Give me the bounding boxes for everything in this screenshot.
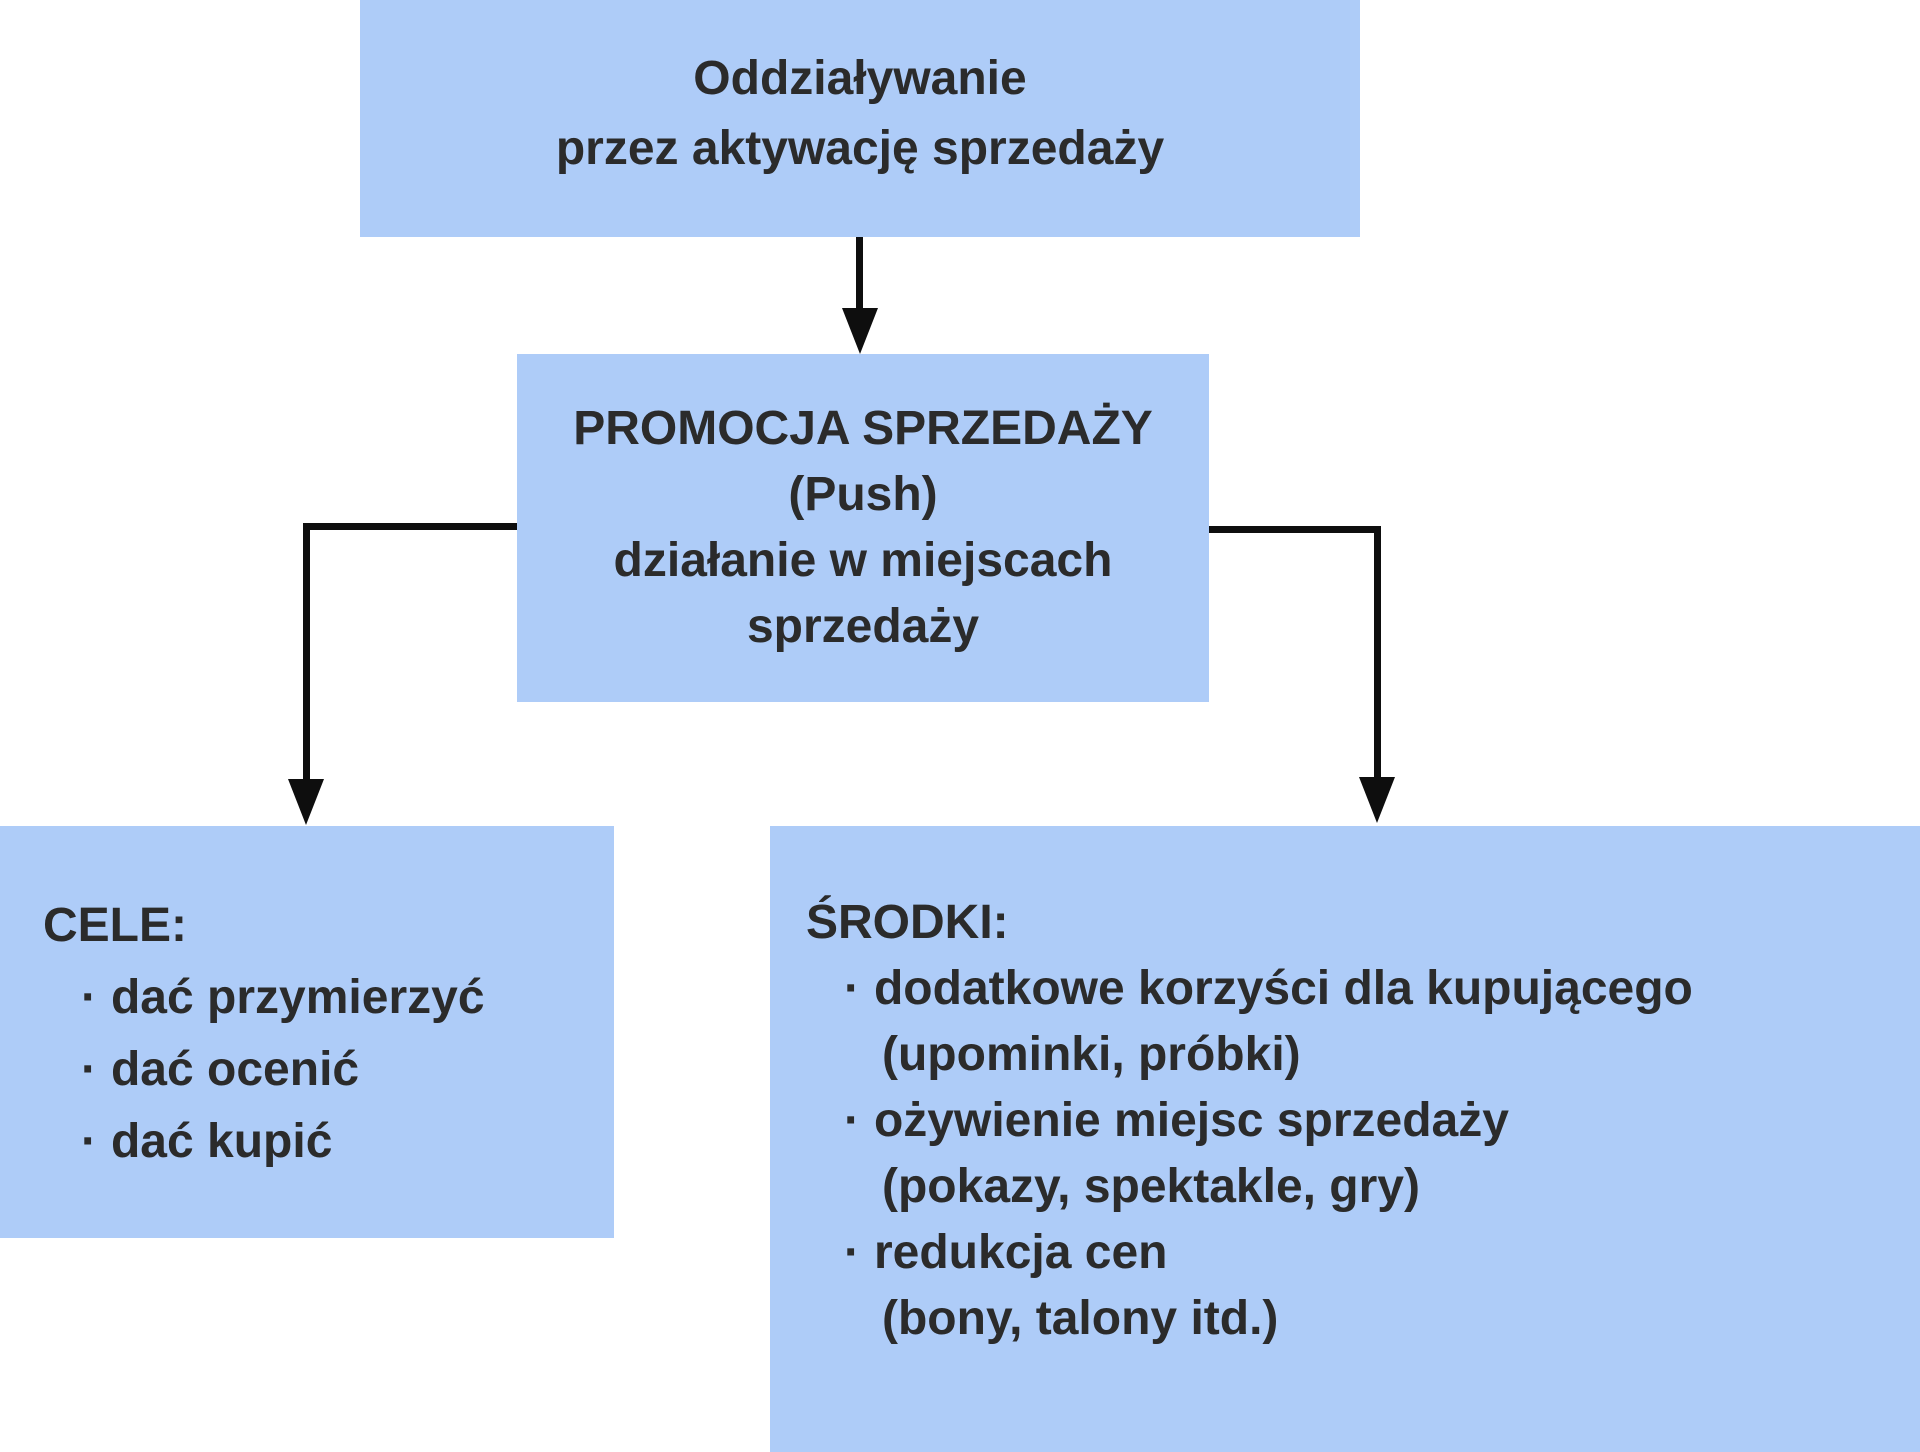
connector-right-vertical-line [1374,526,1381,778]
list-item: ·redukcja cen [806,1220,1920,1286]
node-title: ŚRODKI: [806,896,1009,949]
bullet-icon: · [844,962,860,1015]
node-line: PROMOCJA SPRZEDAŻY [573,402,1153,455]
node-promocja-sprzedazy: PROMOCJA SPRZEDAŻY (Push) działanie w mi… [517,354,1209,702]
list-item-text: redukcja cen [873,1226,1168,1279]
node-line: przez aktywację sprzedaży [555,122,1165,175]
node-line: (Push) [788,468,938,521]
list-item: ·dodatkowe korzyści dla kupującego [806,956,1920,1022]
node-srodki: ŚRODKI: ·dodatkowe korzyści dla kupujące… [770,826,1920,1452]
list-item-text: dać kupić [110,1115,333,1168]
connector-top-vertical-line [856,237,863,311]
bullet-icon: · [81,971,97,1024]
list-item-continuation: (pokazy, spektakle, gry) [882,1160,1420,1213]
list-item-text: dać przymierzyć [110,971,485,1024]
list-item: ·dać ocenić [43,1034,614,1106]
bullet-icon: · [81,1043,97,1096]
node-title: CELE: [43,899,187,952]
bullet-icon: · [844,1226,860,1279]
list-item-text: dać ocenić [110,1043,360,1096]
connector-right-horizontal-line [1209,526,1377,533]
list-item-text: ożywienie miejsc sprzedaży [873,1094,1509,1147]
node-line: sprzedaży [746,600,980,653]
node-line: Oddziaływanie [693,52,1027,105]
list-item-continuation: (upominki, próbki) [882,1028,1301,1081]
node-oddzialywanie: Oddziaływanie przez aktywację sprzedaży [360,0,1360,237]
list-item-text: dodatkowe korzyści dla kupującego [873,962,1693,1015]
list-item: ·dać kupić [43,1106,614,1178]
connector-left-arrowhead [288,779,324,825]
list-item-continuation: (bony, talony itd.) [882,1292,1279,1345]
node-cele: CELE: ·dać przymierzyć ·dać ocenić ·dać … [0,826,614,1238]
connector-left-horizontal-line [303,523,517,530]
connector-left-vertical-line [303,523,310,780]
bullet-icon: · [81,1115,97,1168]
list-item: ·dać przymierzyć [43,962,614,1034]
connector-top-arrowhead [842,308,878,354]
list-item: ·ożywienie miejsc sprzedaży [806,1088,1920,1154]
bullet-icon: · [844,1094,860,1147]
node-line: działanie w miejscach [613,534,1113,587]
connector-right-arrowhead [1359,777,1395,823]
